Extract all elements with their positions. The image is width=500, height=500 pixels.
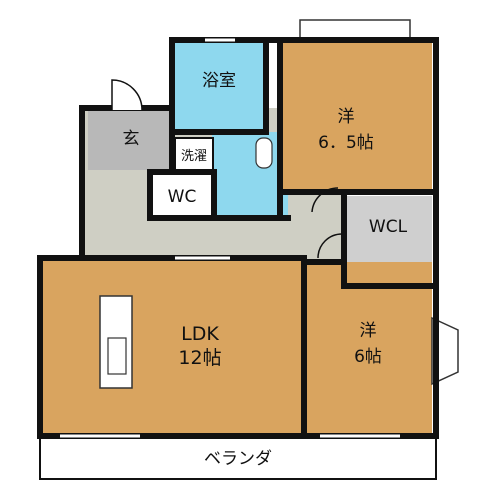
laundry-label: 洗濯 xyxy=(181,149,207,164)
veranda-label: ベランダ xyxy=(204,449,272,469)
western-room-2 xyxy=(306,262,432,436)
windows xyxy=(60,38,400,438)
entrance-door[interactable] xyxy=(111,79,143,111)
ldk-room xyxy=(40,258,302,436)
room1-door[interactable] xyxy=(311,187,339,213)
washroom xyxy=(212,132,288,218)
western-room-1 xyxy=(280,40,432,192)
wash-basin xyxy=(255,137,273,169)
entrance-label: 玄 xyxy=(123,129,140,149)
bathroom xyxy=(172,40,266,132)
western1-size: 6．5帖 xyxy=(318,133,374,153)
entrance-area xyxy=(88,110,172,170)
toilet-room xyxy=(150,172,214,218)
bath-label: 浴室 xyxy=(202,71,236,91)
toilet-label: WC xyxy=(168,187,197,207)
ldk-size: 12帖 xyxy=(178,347,221,369)
western1-label: 洋 xyxy=(338,107,355,127)
closet-door[interactable] xyxy=(317,233,343,259)
kitchen-sink xyxy=(107,337,127,375)
veranda xyxy=(39,436,437,480)
closet-label: WCL xyxy=(369,217,408,237)
western2-label: 洋 xyxy=(360,321,377,341)
western2-size: 6帖 xyxy=(354,347,382,367)
ldk-label: LDK xyxy=(181,323,219,345)
